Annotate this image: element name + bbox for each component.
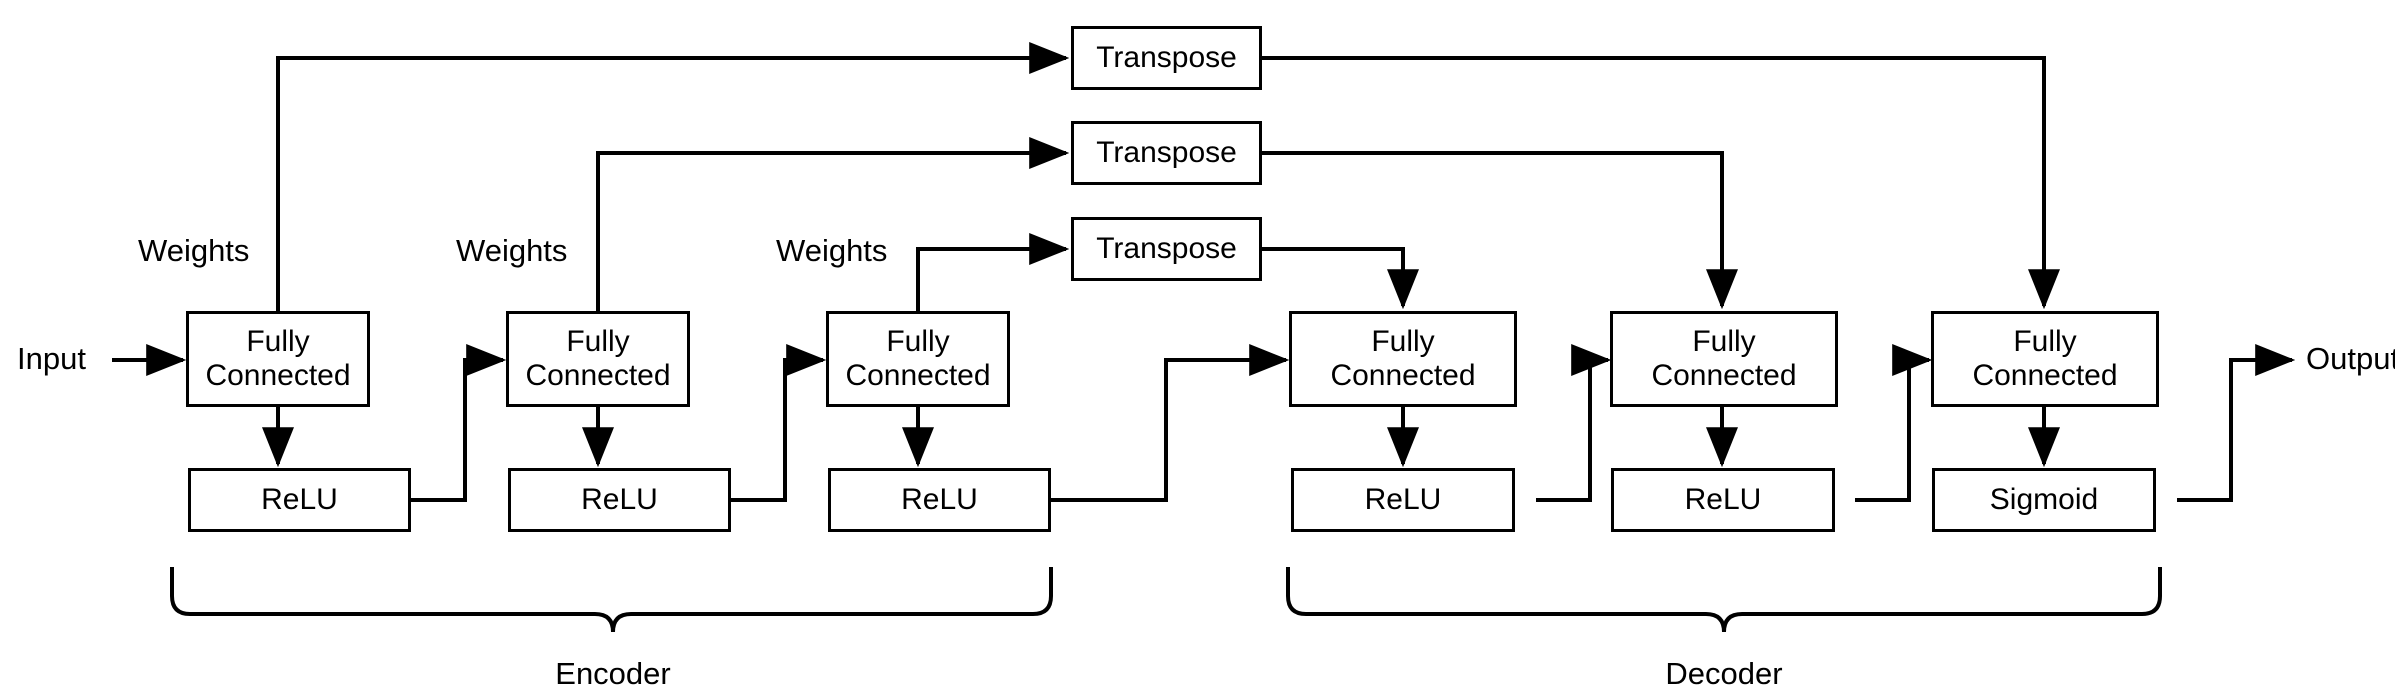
fc-3-line-1: Fully [886, 325, 950, 359]
input-label: Input [17, 341, 86, 376]
activation-block-relu-2[interactable]: ReLU [508, 468, 731, 532]
relu-5-label: ReLU [1684, 483, 1762, 517]
fully-connected-block-1[interactable]: Fully Connected [186, 311, 370, 407]
decoder-group-label: Decoder [1665, 656, 1783, 691]
relu-1-label: ReLU [261, 483, 338, 517]
fully-connected-block-4[interactable]: Fully Connected [1289, 311, 1517, 407]
transpose-block-2[interactable]: Transpose [1071, 121, 1262, 185]
relu-3-label: ReLU [901, 483, 978, 517]
weights-label-3: Weights [776, 233, 888, 268]
fully-connected-block-3[interactable]: Fully Connected [826, 311, 1010, 407]
wire-sigmoid-to-output [2177, 344, 2296, 502]
activation-block-relu-3[interactable]: ReLU [828, 468, 1051, 532]
encoder-group-label: Encoder [555, 656, 671, 691]
activation-block-relu-4[interactable]: ReLU [1291, 468, 1515, 532]
fc-2-line-1: Fully [566, 325, 630, 359]
fc-5-line-1: Fully [1692, 325, 1756, 359]
relu-2-label: ReLU [581, 483, 658, 517]
fc-1-line-1: Fully [246, 325, 310, 359]
sigmoid-label: Sigmoid [1989, 483, 2099, 517]
transpose-block-1-label: Transpose [1096, 41, 1237, 75]
activation-block-relu-5[interactable]: ReLU [1611, 468, 1835, 532]
activation-block-sigmoid[interactable]: Sigmoid [1932, 468, 2156, 532]
fc-5-line-2: Connected [1651, 359, 1797, 392]
transpose-block-3[interactable]: Transpose [1071, 217, 1262, 281]
weights-label-1: Weights [138, 233, 250, 268]
fc-6-line-1: Fully [2013, 325, 2077, 359]
fc-1-line-2: Connected [205, 359, 351, 392]
fc-4-line-2: Connected [1330, 359, 1476, 392]
wire-transpose2-to-fc5 [1262, 151, 1738, 310]
wire-transpose3-to-fc4 [1262, 247, 1419, 310]
fc-6-line-2: Connected [1972, 359, 2118, 392]
fc-4-line-1: Fully [1371, 325, 1435, 359]
transpose-block-2-label: Transpose [1096, 136, 1237, 170]
wire-transpose1-to-fc6 [1262, 56, 2060, 310]
wire-weights3-to-transpose3 [916, 233, 1070, 312]
fully-connected-block-6[interactable]: Fully Connected [1931, 311, 2159, 407]
transpose-block-3-label: Transpose [1096, 232, 1237, 266]
fully-connected-block-5[interactable]: Fully Connected [1610, 311, 1838, 407]
wire-relu5-to-fc6 [1855, 344, 1933, 502]
wire-relu3-to-fc4 [1051, 344, 1290, 502]
weights-label-2: Weights [456, 233, 568, 268]
fully-connected-block-2[interactable]: Fully Connected [506, 311, 690, 407]
encoder-brace [170, 567, 1053, 633]
fc-3-line-2: Connected [845, 359, 991, 392]
wire-weights2-to-transpose2 [596, 137, 1070, 312]
wire-relu4-to-fc5 [1536, 344, 1612, 502]
relu-4-label: ReLU [1364, 483, 1442, 517]
decoder-brace [1286, 567, 2162, 633]
wire-weights1-to-transpose1 [276, 42, 1070, 312]
wire-relu1-to-fc2 [411, 344, 507, 502]
output-label: Output [2306, 341, 2395, 376]
fc-2-line-2: Connected [525, 359, 671, 392]
wire-relu2-to-fc3 [731, 344, 827, 502]
activation-block-relu-1[interactable]: ReLU [188, 468, 411, 532]
transpose-block-1[interactable]: Transpose [1071, 26, 1262, 90]
